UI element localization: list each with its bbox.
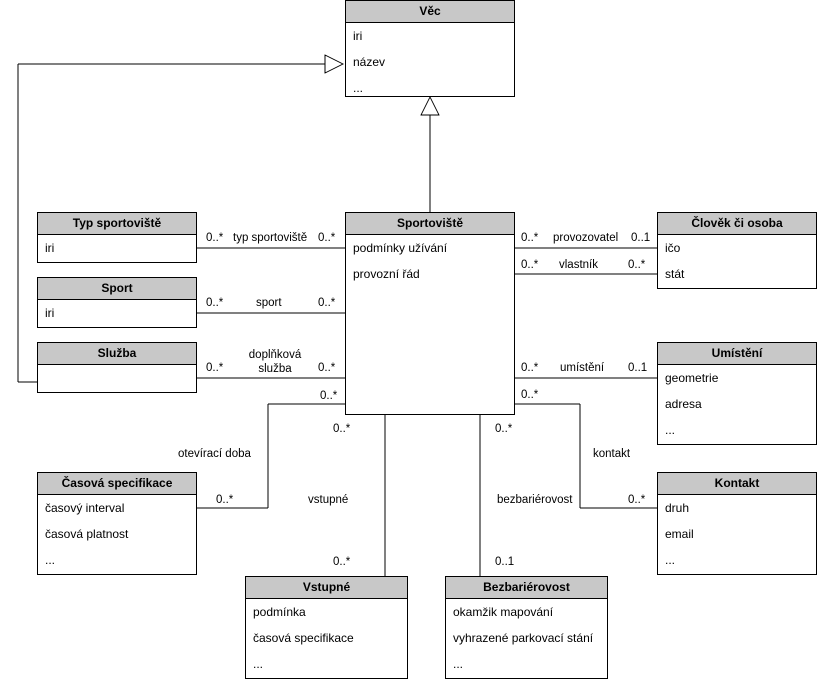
- class-name-umisteni: Umístění: [658, 343, 816, 365]
- multiplicity-sport-source: 0..*: [206, 297, 224, 309]
- attribute-row: podmínka: [253, 605, 306, 619]
- attribute-row: iri: [353, 29, 363, 43]
- attribute-row: stát: [665, 267, 685, 281]
- attribute-row: vyhrazené parkovací stání: [453, 631, 594, 645]
- attribute-row: název: [353, 55, 386, 69]
- multiplicity-vlastnik-target: 0..*: [628, 259, 646, 271]
- multiplicity-doplnkova-sluzba-source: 0..*: [206, 362, 224, 374]
- attribute-row: okamžik mapování: [453, 605, 554, 619]
- multiplicity-vstupne-source: 0..*: [333, 423, 351, 435]
- class-name-casova-specifikace: Časová specifikace: [38, 473, 196, 495]
- attribute-row: časová specifikace: [253, 631, 354, 645]
- class-attributes-sluzba: [38, 365, 196, 375]
- class-box-sportoviste[interactable]: Sportoviště podmínky užívání provozní řá…: [345, 212, 515, 415]
- multiplicity-doplnkova-sluzba-target: 0..*: [318, 362, 336, 374]
- class-attributes-bezbarierovost: okamžik mapování vyhrazené parkovací stá…: [446, 599, 607, 675]
- attribute-row: ...: [253, 657, 264, 671]
- multiplicity-oteviraci-doba-source: 0..*: [216, 494, 234, 506]
- assoc-label-line1: doplňková: [248, 349, 302, 361]
- assoc-label-bezbarierovost: bezbariérovost: [497, 494, 573, 506]
- attribute-row: iri: [45, 241, 55, 255]
- class-attributes-sportoviste: podmínky užívání provozní řád: [346, 235, 514, 285]
- multiplicity-provozovatel-source: 0..*: [521, 232, 539, 244]
- attribute-row: podmínky užívání: [353, 241, 448, 255]
- assoc-label-sport: sport: [256, 297, 282, 309]
- attribute-row: provozní řád: [353, 267, 420, 281]
- class-name-kontakt: Kontakt: [658, 473, 816, 495]
- multiplicity-typ-sportoviste-source: 0..*: [206, 232, 224, 244]
- class-attributes-vec: iri název ...: [346, 23, 514, 99]
- generalization-arrowhead-sportoviste: [420, 95, 440, 116]
- assoc-label-typ-sportoviste: typ sportoviště: [233, 232, 308, 244]
- attribute-row: ...: [45, 553, 56, 567]
- class-box-bezbarierovost[interactable]: Bezbariérovost okamžik mapování vyhrazen…: [445, 576, 608, 679]
- class-box-typ-sportoviste[interactable]: Typ sportoviště iri: [37, 212, 197, 263]
- attribute-row: druh: [665, 501, 690, 515]
- multiplicity-sport-target: 0..*: [318, 297, 336, 309]
- class-attributes-typ-sportoviste: iri: [38, 235, 196, 259]
- class-name-sport: Sport: [38, 278, 196, 300]
- multiplicity-kontakt-target: 0..*: [628, 494, 646, 506]
- multiplicity-oteviraci-doba-target: 0..*: [320, 390, 338, 402]
- assoc-label-vlastnik: vlastník: [559, 259, 598, 271]
- multiplicity-bezbarierovost-source: 0..*: [495, 423, 513, 435]
- attribute-row: časová platnost: [45, 527, 129, 541]
- attribute-row: časový interval: [45, 501, 125, 515]
- assoc-label-provozovatel: provozovatel: [553, 232, 619, 244]
- class-attributes-sport: iri: [38, 300, 196, 324]
- attribute-row: ...: [665, 553, 676, 567]
- class-box-vstupne[interactable]: Vstupné podmínka časová specifikace ...: [245, 576, 408, 679]
- multiplicity-umisteni-source: 0..*: [521, 362, 539, 374]
- attribute-row: email: [665, 527, 694, 541]
- attribute-row: ičo: [665, 241, 681, 255]
- assoc-label-umisteni: umístění: [560, 362, 605, 374]
- class-box-casova-specifikace[interactable]: Časová specifikace časový interval časov…: [37, 472, 197, 575]
- class-attributes-clovek-ci-osoba: ičo stát: [658, 235, 816, 285]
- multiplicity-bezbarierovost-target: 0..1: [495, 556, 515, 568]
- attribute-row: ...: [453, 657, 464, 671]
- generalization-arrowhead-sluzba: [324, 54, 345, 74]
- class-name-bezbarierovost: Bezbariérovost: [446, 577, 607, 599]
- assoc-label-kontakt: kontakt: [593, 448, 631, 460]
- multiplicity-umisteni-target: 0..1: [628, 362, 648, 374]
- class-box-sluzba[interactable]: Služba: [37, 342, 197, 393]
- assoc-label-doplnkova-sluzba: doplňková služba: [238, 348, 312, 376]
- class-name-sluzba: Služba: [38, 343, 196, 365]
- class-name-typ-sportoviste: Typ sportoviště: [38, 213, 196, 235]
- multiplicity-typ-sportoviste-target: 0..*: [318, 232, 336, 244]
- assoc-label-vstupne: vstupné: [308, 494, 349, 506]
- class-name-vstupne: Vstupné: [246, 577, 407, 599]
- attribute-row: iri: [45, 306, 55, 320]
- class-name-clovek-ci-osoba: Člověk či osoba: [658, 213, 816, 235]
- class-attributes-vstupne: podmínka časová specifikace ...: [246, 599, 407, 675]
- multiplicity-vlastnik-source: 0..*: [521, 259, 539, 271]
- class-box-vec[interactable]: Věc iri název ...: [345, 0, 515, 97]
- attribute-row: adresa: [665, 397, 702, 411]
- class-box-umisteni[interactable]: Umístění geometrie adresa ...: [657, 342, 817, 445]
- class-attributes-kontakt: druh email ...: [658, 495, 816, 571]
- multiplicity-vstupne-target: 0..*: [333, 556, 351, 568]
- class-attributes-casova-specifikace: časový interval časová platnost ...: [38, 495, 196, 571]
- class-attributes-umisteni: geometrie adresa ...: [658, 365, 816, 441]
- class-name-vec: Věc: [346, 1, 514, 23]
- assoc-label-line2: služba: [258, 363, 292, 375]
- attribute-row: geometrie: [665, 371, 719, 385]
- multiplicity-provozovatel-target: 0..1: [631, 232, 651, 244]
- class-box-clovek-ci-osoba[interactable]: Člověk či osoba ičo stát: [657, 212, 817, 289]
- multiplicity-kontakt-source: 0..*: [521, 389, 539, 401]
- attribute-row: ...: [353, 81, 364, 95]
- class-box-kontakt[interactable]: Kontakt druh email ...: [657, 472, 817, 575]
- assoc-label-oteviraci-doba: otevírací doba: [178, 448, 251, 460]
- class-box-sport[interactable]: Sport iri: [37, 277, 197, 328]
- class-name-sportoviste: Sportoviště: [346, 213, 514, 235]
- attribute-row: ...: [665, 423, 676, 437]
